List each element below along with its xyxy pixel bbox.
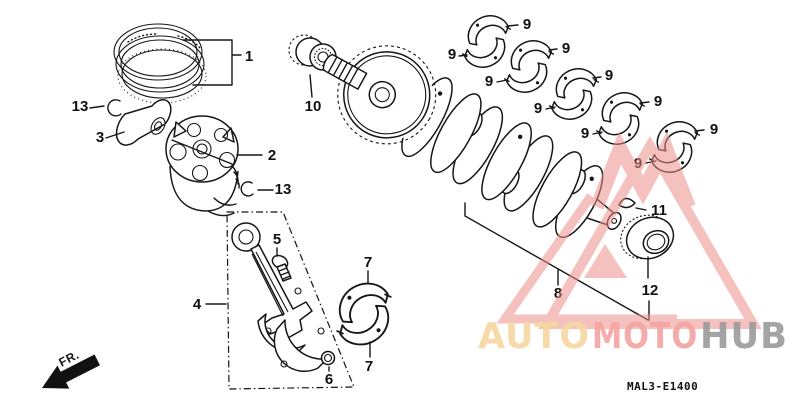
fr-direction-arrow: FR. <box>42 348 100 389</box>
callout-7: 7 <box>364 254 372 271</box>
callout-3: 3 <box>96 129 104 146</box>
rod-bolt <box>271 254 292 282</box>
callout-12: 12 <box>642 282 659 299</box>
connecting-rod <box>231 222 313 354</box>
watermark-wordmark: AUTO MOTO HUB <box>478 316 788 357</box>
callout-10: 10 <box>305 98 322 115</box>
callout-11: 11 <box>651 202 667 219</box>
callout-9: 9 <box>523 16 531 33</box>
callout-6: 6 <box>325 371 333 388</box>
callout-13: 13 <box>72 98 89 115</box>
watermark-hub: HUB <box>700 316 788 357</box>
callout-13: 13 <box>275 181 292 198</box>
callout-9: 9 <box>710 121 718 138</box>
watermark-auto: AUTO <box>478 316 590 357</box>
callout-5: 5 <box>273 231 281 248</box>
callout-9: 9 <box>485 73 493 90</box>
callout-9: 9 <box>654 93 662 110</box>
piston <box>165 115 240 217</box>
watermark-logo <box>496 131 762 329</box>
callout-9: 9 <box>562 40 570 57</box>
callout-9: 9 <box>448 46 456 63</box>
callout-1: 1 <box>245 48 253 65</box>
callout-labels: 1 2 3 4 5 6 7 7 8 9 9 9 9 9 9 9 9 9 9 10… <box>72 16 719 388</box>
callout-9: 9 <box>605 67 613 84</box>
rod-bearing-shells <box>329 272 399 356</box>
timing-sprocket <box>620 214 675 260</box>
crankshaft <box>322 45 622 238</box>
rod-nut <box>320 350 336 366</box>
callout-2: 2 <box>268 147 276 164</box>
callout-7: 7 <box>365 358 373 375</box>
diagram-code: MAL3-E1400 <box>627 380 698 393</box>
leader-lines <box>89 24 705 372</box>
callout-9: 9 <box>534 100 542 117</box>
piston-ring-set <box>113 23 207 104</box>
callout-8: 8 <box>554 285 562 302</box>
rod-cap <box>273 319 328 373</box>
piston-pin <box>115 98 172 146</box>
circlip <box>240 181 254 197</box>
watermark-moto: MOTO <box>592 316 698 357</box>
callout-4: 4 <box>193 296 202 313</box>
circlip <box>107 99 122 117</box>
callout-9: 9 <box>581 125 589 142</box>
